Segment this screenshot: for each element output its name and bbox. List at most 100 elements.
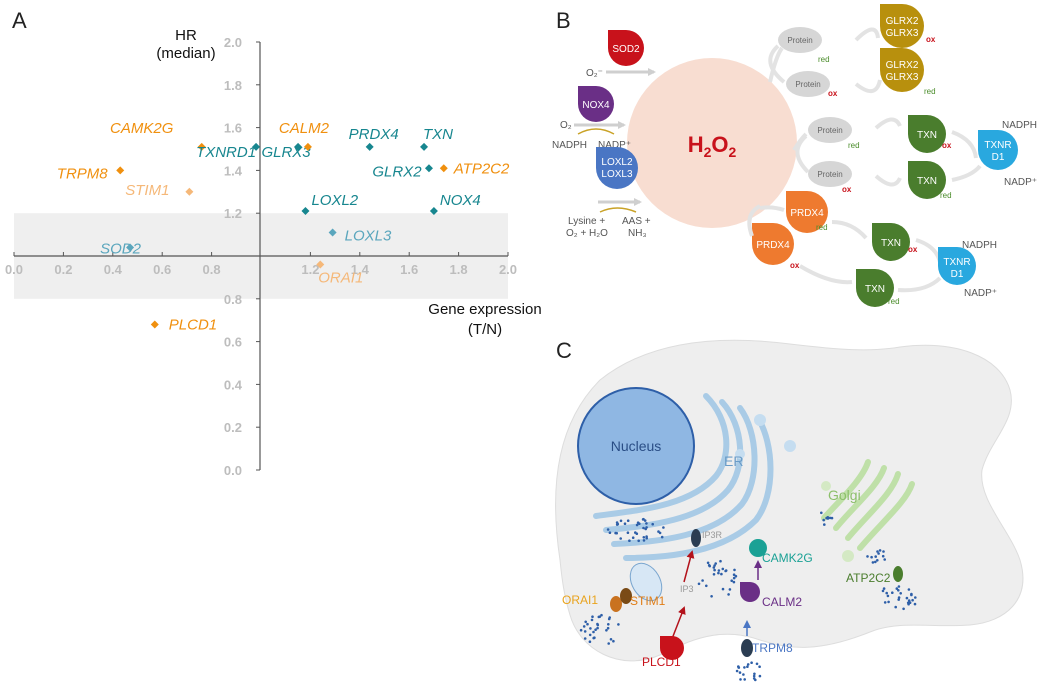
golgi-label: Golgi bbox=[828, 487, 861, 503]
calcium-dot bbox=[886, 594, 890, 598]
calcium-dot bbox=[822, 518, 825, 522]
calcium-dot bbox=[600, 613, 603, 617]
arrow-h2o2-glrx bbox=[768, 46, 784, 83]
h2o2-pathway-diagram: H2O2 SOD2 O₂⁻ NOX4 O₂ NADPH NADP⁺ LOXL2 … bbox=[552, 4, 1037, 307]
calcium-dot bbox=[907, 599, 911, 602]
calcium-dot bbox=[910, 593, 913, 597]
y-tick-label: 1.2 bbox=[224, 206, 242, 221]
calcium-dot bbox=[881, 554, 885, 558]
calcium-dot bbox=[645, 522, 648, 525]
data-label-txn: TXN bbox=[423, 126, 453, 143]
x-tick-label: 1.8 bbox=[450, 262, 468, 277]
cycle-arrow-prdx4 bbox=[747, 204, 762, 237]
calcium-dot bbox=[634, 531, 637, 534]
data-label-loxl3: LOXL3 bbox=[345, 227, 392, 244]
calcium-dot bbox=[733, 568, 736, 572]
calcium-dot bbox=[728, 588, 732, 591]
calcium-dot bbox=[719, 559, 722, 563]
data-point-stim1 bbox=[185, 187, 194, 196]
calcium-dot bbox=[897, 596, 901, 599]
calcium-dots bbox=[579, 511, 917, 682]
calcium-dot bbox=[887, 600, 890, 604]
atp2c2-channel bbox=[893, 566, 903, 582]
y-tick-label: 0.0 bbox=[224, 463, 242, 478]
calcium-dot bbox=[583, 637, 587, 640]
txnrd1-label-2a: TXNR bbox=[943, 257, 970, 268]
calcium-dot bbox=[826, 516, 830, 519]
calcium-dot bbox=[660, 535, 664, 539]
cycle-arrow-glrx-1 bbox=[854, 27, 882, 93]
calcium-dot bbox=[739, 678, 742, 681]
data-point-loxl3 bbox=[328, 228, 337, 237]
prdx4-ox-node bbox=[752, 223, 794, 265]
calcium-dot bbox=[619, 537, 622, 540]
calcium-dot bbox=[596, 622, 599, 626]
calcium-dot bbox=[742, 673, 745, 676]
calcium-dot bbox=[753, 672, 756, 676]
sod2-node bbox=[608, 30, 644, 66]
calcium-dot bbox=[758, 674, 762, 678]
x-tick-label: 0.0 bbox=[5, 262, 23, 277]
data-point-prdx4 bbox=[365, 142, 374, 151]
calcium-dot bbox=[727, 593, 730, 596]
ip3r-channel bbox=[691, 529, 701, 547]
calcium-dot bbox=[885, 591, 888, 595]
data-label-prdx4: PRDX4 bbox=[349, 126, 399, 143]
calcium-dot bbox=[866, 555, 869, 558]
calcium-dot bbox=[907, 588, 911, 591]
calcium-dot bbox=[706, 561, 710, 565]
calcium-dot bbox=[730, 579, 733, 582]
calcium-dot bbox=[588, 633, 592, 637]
h2o2-circle bbox=[627, 58, 797, 228]
atp2c2-label: ATP2C2 bbox=[846, 571, 891, 585]
data-point-glrx2 bbox=[424, 164, 433, 173]
calcium-dot bbox=[598, 615, 601, 618]
calcium-dot bbox=[738, 671, 742, 674]
x-tick-label: 2.0 bbox=[499, 262, 517, 277]
txnrd1-node-1 bbox=[978, 130, 1018, 170]
h2o2-label: H2O2 bbox=[688, 132, 737, 160]
er-label: ER bbox=[724, 453, 743, 469]
data-point-txnrd1 bbox=[252, 142, 261, 151]
calcium-dot bbox=[732, 580, 736, 584]
trpm8-channel bbox=[741, 639, 753, 657]
calcium-dot bbox=[658, 531, 662, 535]
data-label-loxl2: LOXL2 bbox=[311, 192, 358, 209]
calcium-dot bbox=[881, 589, 885, 593]
calcium-dot bbox=[608, 531, 612, 534]
calcium-dot bbox=[616, 522, 620, 526]
calcium-dot bbox=[588, 640, 592, 643]
calcium-dot bbox=[905, 596, 909, 600]
calcium-dot bbox=[635, 523, 639, 527]
nadp-label-b1: NADP⁺ bbox=[598, 140, 631, 151]
calcium-dot bbox=[662, 526, 665, 529]
calcium-dot bbox=[721, 587, 725, 591]
data-label-nox4: NOX4 bbox=[440, 192, 481, 209]
prdx4-ox-state: ox bbox=[790, 261, 800, 270]
calcium-dot bbox=[870, 555, 873, 559]
calcium-dot bbox=[897, 585, 901, 588]
txn-ox-state-2: ox bbox=[908, 245, 918, 254]
calcium-dot bbox=[737, 666, 741, 669]
calcium-dot bbox=[642, 539, 646, 542]
calcium-dot bbox=[874, 555, 877, 558]
cycle-arrow-txn-2 bbox=[798, 220, 868, 285]
nadph-label-b3: NADPH bbox=[962, 240, 997, 251]
er-vesicle-2 bbox=[784, 440, 796, 452]
calcium-dot bbox=[899, 592, 902, 595]
calcium-dot bbox=[617, 623, 620, 626]
prdx4-red-label: PRDX4 bbox=[790, 208, 824, 219]
data-point-nox4 bbox=[429, 207, 438, 216]
y-tick-label: 1.4 bbox=[224, 163, 243, 178]
glrx2-ox-label: GLRX2 bbox=[886, 16, 919, 27]
data-label-glrx3: GLRX3 bbox=[261, 144, 311, 161]
calcium-dot bbox=[746, 663, 750, 666]
calcium-dot bbox=[701, 579, 704, 582]
calcium-dot bbox=[623, 522, 627, 525]
protein-red-label-2: Protein bbox=[817, 126, 842, 135]
calcium-dot bbox=[724, 569, 728, 572]
calcium-dot bbox=[823, 523, 826, 526]
y-axis-title: HR bbox=[175, 27, 197, 44]
calcium-dot bbox=[911, 598, 914, 602]
calcium-dot bbox=[712, 566, 716, 569]
